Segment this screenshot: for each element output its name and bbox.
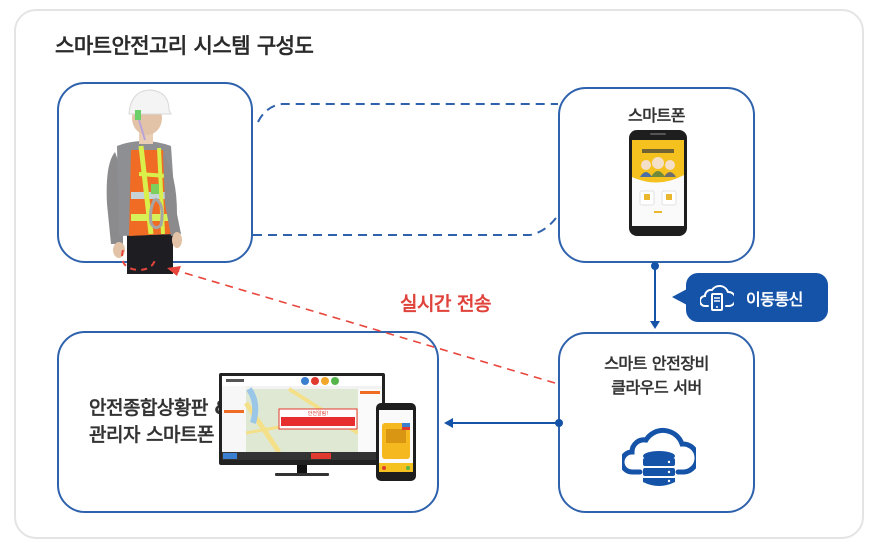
monitor-image: 안전알림! xyxy=(219,373,385,476)
worker-node xyxy=(57,82,253,274)
badge-pointer xyxy=(672,289,687,305)
cloud-database-icon xyxy=(622,427,696,486)
mobile-comm-badge: 이동통신 xyxy=(672,273,828,322)
alert-title: 안전알림! xyxy=(308,410,328,417)
mobile-comm-label: 이동통신 xyxy=(746,290,803,309)
admin-phone-image xyxy=(376,403,416,481)
dashboard-label-line2: 관리자 스마트폰 xyxy=(89,424,214,446)
dashboard-node: 안전종합상황판 & 관리자 스마트폰 안전알림! xyxy=(57,331,439,513)
smartphone-image xyxy=(629,130,687,236)
cloud-server-icon xyxy=(700,285,734,311)
server-label-line1: 스마트 안전장비 xyxy=(604,354,709,373)
smartphone-node: 스마트폰 xyxy=(558,87,755,263)
dashboard-label: 안전종합상황판 & 관리자 스마트폰 xyxy=(89,395,231,449)
diagram-title: 스마트안전고리 시스템 구성도 xyxy=(55,34,314,58)
realtime-transfer-label: 실시간 전송 xyxy=(400,293,492,315)
worker-image xyxy=(106,89,182,274)
dashboard-label-line1: 안전종합상황판 & xyxy=(89,397,231,419)
smartphone-label: 스마트폰 xyxy=(628,106,685,125)
cloud-server-node: 스마트 안전장비 클라우드 서버 xyxy=(558,332,755,513)
server-label-line2: 클라우드 서버 xyxy=(611,378,702,397)
